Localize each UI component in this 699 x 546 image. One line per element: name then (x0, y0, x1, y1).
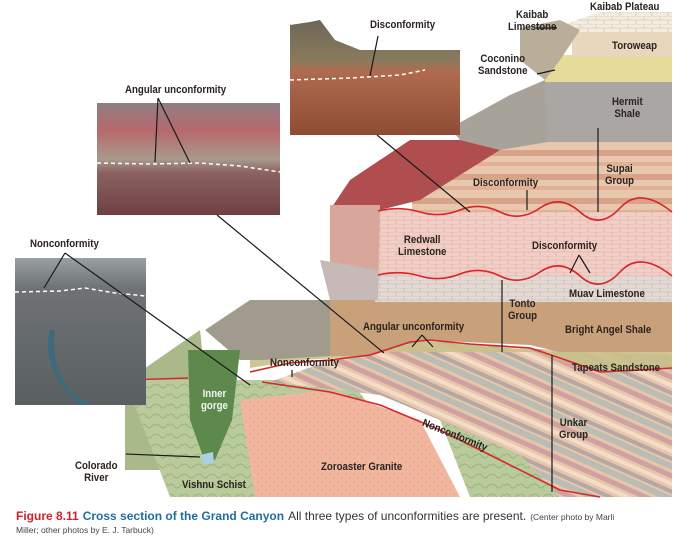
upper-disconformity-label: Disconformity (473, 177, 539, 189)
muav-limestone-label: Muav Limestone (569, 288, 645, 300)
grand-canyon-cross-section: Angular unconformity Disconformity Nonco… (14, 1, 673, 498)
kaibab-plateau-label: Kaibab Plateau (590, 1, 660, 13)
vishnu-schist-label: Vishnu Schist (182, 479, 246, 491)
nonconformity-photo (15, 258, 146, 405)
figure-title: Cross section of the Grand Canyon (82, 509, 285, 523)
nonconformity-photo-label: Nonconformity (30, 238, 99, 250)
disconformity-photo-label: Disconformity (370, 19, 436, 31)
lower-disconformity-label: Disconformity (532, 240, 598, 252)
disconformity-photo (290, 20, 460, 135)
angular-unconformity-photo-label: Angular unconformity (125, 84, 227, 96)
figure-description: All three types of unconformities are pr… (288, 509, 527, 523)
zoroaster-granite-label: Zoroaster Granite (321, 461, 403, 473)
toroweap-label: Toroweap (612, 40, 658, 52)
photo-credit-continued: Miller; other photos by E. J. Tarbuck) (16, 525, 154, 535)
nonconformity-left-label: Nonconformity (270, 357, 339, 369)
figure-number: Figure 8.11 (16, 509, 79, 523)
angular-unconformity-label: Angular unconformity (363, 321, 465, 333)
bright-angel-shale-label: Bright Angel Shale (565, 324, 652, 336)
tapeats-sandstone-label: Tapeats Sandstone (572, 362, 661, 374)
photo-credit: (Center photo by Marli (530, 512, 615, 522)
cross-section-diagram (14, 12, 673, 498)
